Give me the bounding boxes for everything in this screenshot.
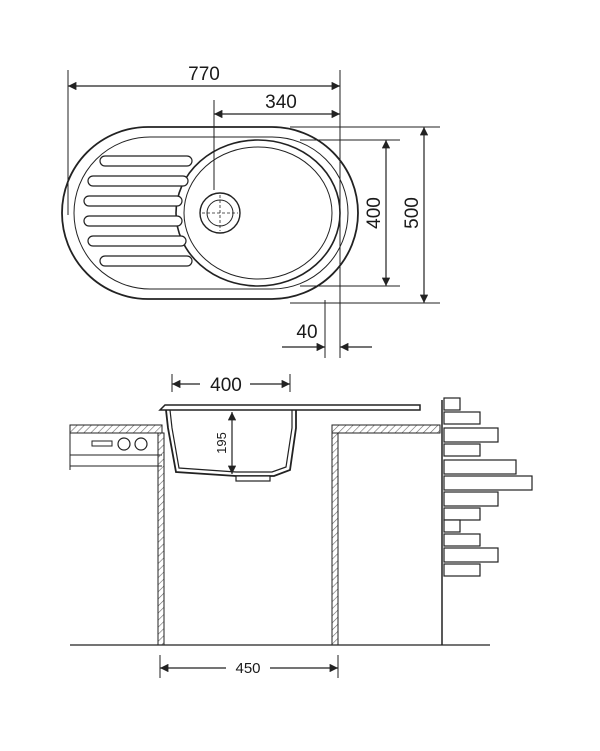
dim-edge-offset: 40 <box>296 322 317 343</box>
dim-bowl-height: 400 <box>364 197 385 229</box>
drain-outlet <box>235 475 271 482</box>
sink-outline <box>61 126 359 300</box>
top-view: 770 340 400 500 40 <box>61 64 440 358</box>
brick-wall <box>443 397 533 577</box>
cabinet-wall-left <box>157 432 165 646</box>
section-view: 400 195 <box>69 374 533 678</box>
dim-bowl-width: 400 <box>210 375 242 396</box>
dim-overall-width: 770 <box>188 64 220 85</box>
sink-inner-rim <box>73 136 349 290</box>
drainer-grooves <box>83 155 193 267</box>
dim-bowl-offset: 340 <box>265 92 297 113</box>
dim-overall-depth: 500 <box>402 197 423 229</box>
front-panel-knob-2 <box>134 437 148 451</box>
countertop-right <box>331 424 441 434</box>
dim-cabinet-width: 450 <box>235 660 260 677</box>
bowl-section <box>165 409 297 477</box>
cabinet-wall-right <box>331 432 339 646</box>
front-panel-slot <box>91 440 113 447</box>
bowl-inner <box>183 146 333 280</box>
countertop-left <box>69 424 163 434</box>
drain-outer <box>199 192 241 234</box>
sink-rim <box>158 404 421 411</box>
dim-bowl-depth: 195 <box>214 432 229 454</box>
front-panel-knob-1 <box>117 437 131 451</box>
